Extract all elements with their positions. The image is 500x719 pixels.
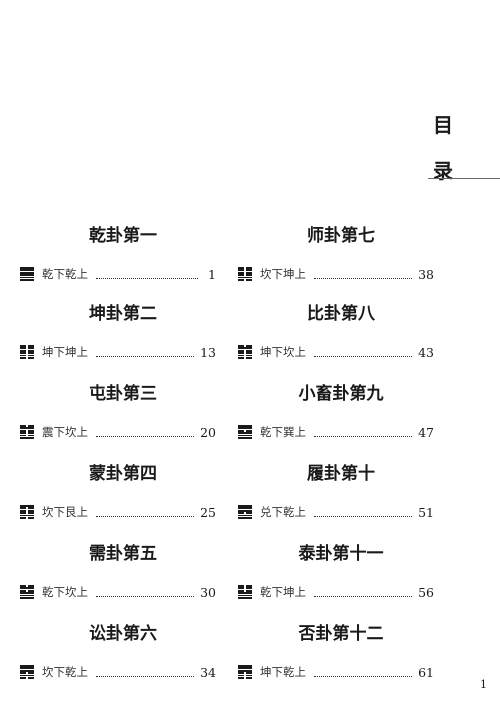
chapter-heading: 屯卦第三	[89, 384, 157, 404]
trigram-description: 坤下乾上	[260, 665, 306, 679]
chapter-heading: 履卦第十	[307, 464, 375, 484]
toc-line: 乾下坤上 56	[238, 583, 434, 601]
hexagram-icon	[20, 267, 34, 281]
toc-entry[interactable]: 坤卦第二坤下坤上 13	[20, 303, 216, 361]
trigram-description: 坎下乾上	[42, 665, 88, 679]
dot-leader	[96, 515, 195, 517]
page-ref: 43	[418, 344, 434, 360]
page-ref: 13	[200, 344, 216, 360]
toc-entry[interactable]: 师卦第七坎下坤上 38	[238, 225, 434, 283]
dot-leader	[314, 355, 413, 357]
chapter-heading: 讼卦第六	[89, 624, 157, 644]
page-ref: 51	[418, 504, 434, 520]
title-divider	[428, 178, 500, 179]
dot-leader	[96, 675, 195, 677]
hexagram-icon	[238, 505, 252, 519]
chapter-heading: 否卦第十二	[298, 624, 384, 644]
page-number: 1	[480, 678, 487, 691]
page-ref: 20	[200, 424, 216, 440]
page-ref: 61	[418, 664, 434, 680]
trigram-description: 坎下艮上	[42, 505, 88, 519]
toc-line: 坤下乾上 61	[238, 663, 434, 681]
chapter-heading: 需卦第五	[89, 544, 157, 564]
page-ref: 47	[418, 424, 434, 440]
chapter-heading: 泰卦第十一	[298, 544, 384, 564]
dot-leader	[96, 277, 198, 279]
trigram-description: 坤下坤上	[42, 345, 88, 359]
hexagram-icon	[20, 665, 34, 679]
toc-line: 坎下艮上 25	[20, 503, 216, 521]
toc-entry[interactable]: 履卦第十兑下乾上 51	[238, 463, 434, 521]
toc-entry[interactable]: 比卦第八坤下坎上 43	[238, 303, 434, 361]
trigram-description: 坎下坤上	[260, 267, 306, 281]
toc-line: 乾下巽上 47	[238, 423, 434, 441]
toc-title-char-1: 目	[433, 113, 453, 137]
toc-entry[interactable]: 屯卦第三震下坎上 20	[20, 383, 216, 441]
hexagram-icon	[20, 425, 34, 439]
chapter-heading: 师卦第七	[307, 226, 375, 246]
hexagram-icon	[20, 585, 34, 599]
dot-leader	[314, 515, 413, 517]
toc-entry[interactable]: 乾卦第一乾下乾上 1	[20, 225, 216, 283]
page-ref: 25	[200, 504, 216, 520]
toc-entry[interactable]: 蒙卦第四坎下艮上 25	[20, 463, 216, 521]
toc-line: 震下坎上 20	[20, 423, 216, 441]
dot-leader	[314, 435, 413, 437]
page-ref: 1	[208, 266, 216, 282]
hexagram-icon	[238, 665, 252, 679]
trigram-description: 乾下坎上	[42, 585, 88, 599]
toc-line: 乾下乾上 1	[20, 265, 216, 283]
page-ref: 30	[200, 584, 216, 600]
hexagram-icon	[238, 585, 252, 599]
chapter-heading: 蒙卦第四	[89, 464, 157, 484]
toc-line: 坤下坎上 43	[238, 343, 434, 361]
dot-leader	[314, 277, 413, 279]
toc-entry[interactable]: 小畜卦第九乾下巽上 47	[238, 383, 434, 441]
toc-line: 坎下坤上 38	[238, 265, 434, 283]
trigram-description: 兑下乾上	[260, 505, 306, 519]
hexagram-icon	[20, 505, 34, 519]
toc-title: 目 录	[428, 102, 458, 194]
dot-leader	[314, 595, 413, 597]
chapter-heading: 乾卦第一	[89, 226, 157, 246]
trigram-description: 坤下坎上	[260, 345, 306, 359]
dot-leader	[96, 355, 195, 357]
page-ref: 38	[418, 266, 434, 282]
page-ref: 56	[418, 584, 434, 600]
toc-line: 兑下乾上 51	[238, 503, 434, 521]
hexagram-icon	[238, 425, 252, 439]
chapter-heading: 比卦第八	[307, 304, 375, 324]
chapter-heading: 小畜卦第九	[298, 384, 384, 404]
toc-entry[interactable]: 否卦第十二坤下乾上 61	[238, 623, 434, 681]
toc-line: 坎下乾上 34	[20, 663, 216, 681]
dot-leader	[314, 675, 413, 677]
hexagram-icon	[238, 345, 252, 359]
trigram-description: 震下坎上	[42, 425, 88, 439]
toc-line: 乾下坎上 30	[20, 583, 216, 601]
toc-title-char-2: 录	[433, 159, 453, 183]
hexagram-icon	[20, 345, 34, 359]
dot-leader	[96, 595, 195, 597]
hexagram-icon	[238, 267, 252, 281]
dot-leader	[96, 435, 195, 437]
toc-entry[interactable]: 讼卦第六坎下乾上 34	[20, 623, 216, 681]
trigram-description: 乾下乾上	[42, 267, 88, 281]
chapter-heading: 坤卦第二	[89, 304, 157, 324]
trigram-description: 乾下坤上	[260, 585, 306, 599]
trigram-description: 乾下巽上	[260, 425, 306, 439]
page-ref: 34	[200, 664, 216, 680]
toc-entry[interactable]: 需卦第五乾下坎上 30	[20, 543, 216, 601]
toc-line: 坤下坤上 13	[20, 343, 216, 361]
toc-entry[interactable]: 泰卦第十一乾下坤上 56	[238, 543, 434, 601]
